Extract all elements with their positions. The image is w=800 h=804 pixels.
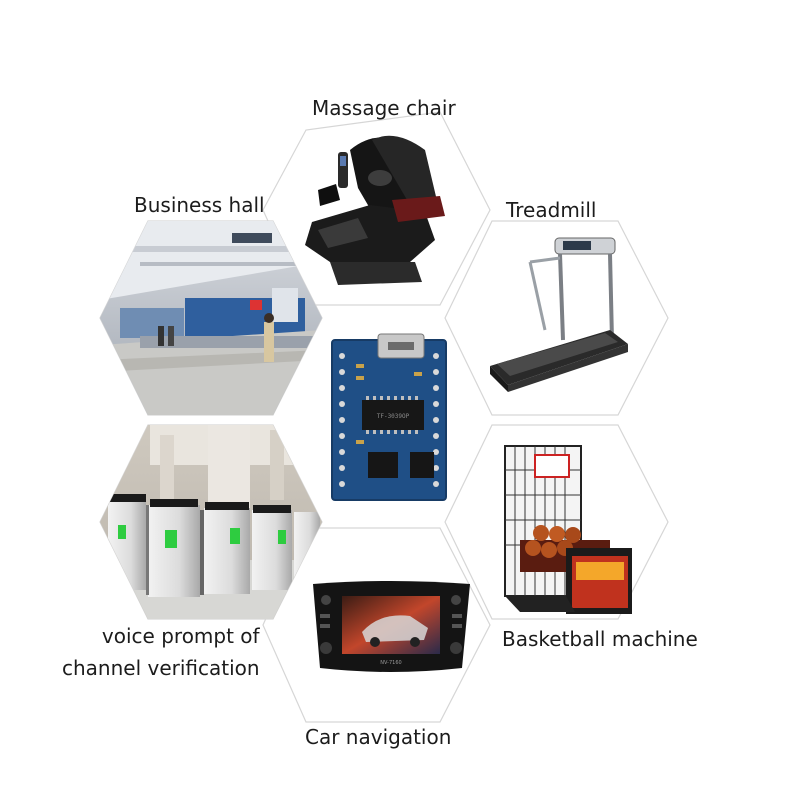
mp3-module-pcb-photo: TF-3039OP bbox=[331, 333, 447, 501]
business-hall-photo bbox=[100, 221, 322, 415]
massage-chair-photo bbox=[305, 135, 445, 285]
label-channel-verification: voice prompt of channel verification bbox=[62, 624, 260, 680]
label-treadmill: Treadmill bbox=[506, 198, 597, 222]
car-screen-text: NV-7160 bbox=[380, 660, 401, 666]
gate-row bbox=[108, 494, 320, 597]
label-car-navigation: Car navigation bbox=[305, 725, 452, 749]
hex-outline-treadmill bbox=[444, 220, 669, 416]
treadmill-photo bbox=[490, 237, 628, 392]
label-business-hall: Business hall bbox=[134, 193, 265, 217]
label-massage-chair: Massage chair bbox=[312, 96, 456, 120]
car-navigation-unit-photo: NV-7160 bbox=[313, 581, 470, 672]
hex-outline-basketball bbox=[444, 424, 669, 620]
label-basketball-machine: Basketball machine bbox=[502, 627, 698, 651]
basketball-arcade-photo bbox=[504, 445, 632, 614]
chip-marking: TF-3039OP bbox=[377, 413, 410, 420]
